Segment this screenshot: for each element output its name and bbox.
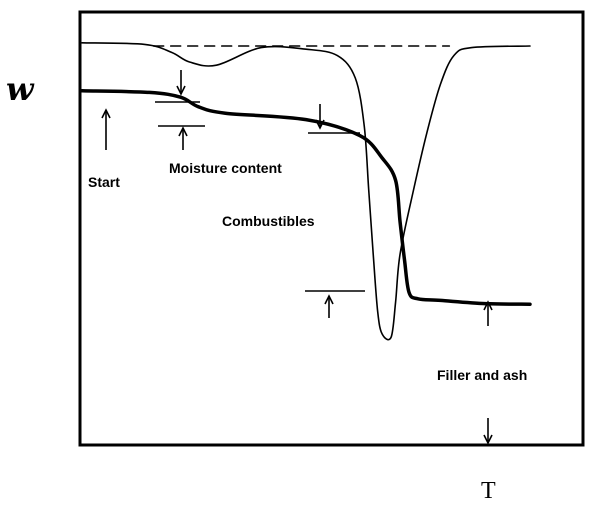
start-arrow-head (101, 108, 111, 119)
plot-frame (78, 10, 585, 447)
annotation-moisture-content: Moisture content (169, 160, 282, 176)
chart-marks (80, 42, 532, 341)
x-axis-label: T (481, 478, 496, 504)
tga-curve (80, 89, 532, 306)
residue-up-arrow-head (324, 294, 334, 305)
annotation-filler-and-ash: Filler and ash (437, 367, 527, 383)
annotation-start: Start (88, 174, 120, 190)
moisture-down-arrow-head (176, 85, 186, 96)
ash-up-arrow-head (483, 300, 493, 311)
dtg-curve (81, 42, 531, 341)
ash-down-arrow-head (483, 434, 493, 445)
annotation-combustibles: Combustibles (222, 213, 315, 229)
moisture-up-arrow-head (178, 126, 188, 137)
y-axis-label: w (6, 70, 35, 108)
combustibles-down-arrow-head (315, 119, 325, 130)
annotation-arrows (101, 70, 493, 445)
